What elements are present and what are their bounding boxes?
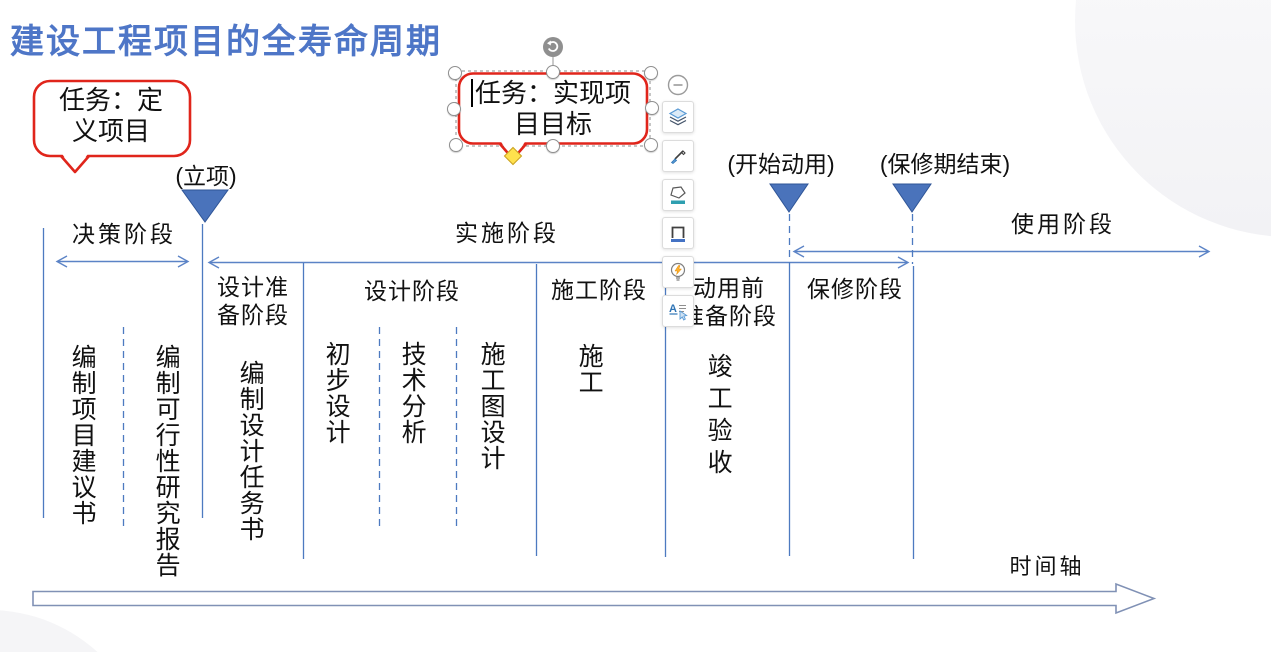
activity-design-task: 编制设计任务书 bbox=[236, 360, 265, 542]
milestone-label-start-use: (开始动用) bbox=[727, 151, 835, 177]
dashed-divider-lines bbox=[122, 214, 914, 528]
resize-handle-bottom-center[interactable] bbox=[546, 139, 560, 153]
resize-handle-mid-right[interactable] bbox=[645, 101, 659, 115]
realize-callout-text[interactable]: 任务：实现项 目目标 bbox=[474, 78, 631, 140]
subphase-label-design-prep: 设计准 备阶段 bbox=[217, 274, 289, 328]
activity-preliminary-design: 初步设计 bbox=[322, 341, 351, 445]
svg-text:A: A bbox=[669, 303, 677, 315]
brush-icon bbox=[670, 150, 686, 165]
activity-feasibility: 编制可行性研究报告 bbox=[152, 344, 181, 578]
subphase-label-pre-use-prep: 动用前 准备阶段 bbox=[681, 275, 777, 329]
phase-label-use: 使用阶段 bbox=[1011, 211, 1115, 237]
activity-proposal: 编制项目建议书 bbox=[68, 344, 97, 526]
toolbar-brush-button[interactable] bbox=[662, 140, 694, 172]
toolbar-shape-style-button[interactable] bbox=[662, 179, 694, 211]
resize-handle-mid-left[interactable] bbox=[447, 102, 461, 116]
activity-construction: 施工 bbox=[575, 343, 604, 395]
activity-technical-analysis: 技术分析 bbox=[398, 341, 427, 445]
minus-circle-icon bbox=[667, 74, 689, 96]
rotation-handle[interactable] bbox=[543, 37, 563, 57]
toolbar-frame-button[interactable] bbox=[662, 217, 694, 249]
text-caret bbox=[471, 79, 473, 107]
toolbar-layers-button[interactable] bbox=[662, 101, 694, 133]
phase-label-decision: 决策阶段 bbox=[72, 221, 176, 247]
milestone-triangles bbox=[181, 183, 932, 223]
decision-phase-arrow bbox=[55, 255, 190, 268]
toolbar-collapse-button[interactable] bbox=[667, 74, 689, 96]
toolbar-text-select-button[interactable]: A bbox=[662, 295, 694, 327]
approval-triangle bbox=[181, 189, 229, 223]
timeline-axis-label: 时间轴 bbox=[1009, 554, 1085, 579]
rotate-icon bbox=[547, 40, 559, 52]
timeline-axis-arrow bbox=[32, 582, 1157, 615]
layers-icon bbox=[668, 108, 688, 126]
subphase-label-construction: 施工阶段 bbox=[551, 277, 647, 303]
milestone-label-warranty-end: (保修期结束) bbox=[879, 151, 1011, 177]
activity-construction-drawing: 施工图设计 bbox=[477, 341, 506, 471]
define-callout-bubble[interactable] bbox=[32, 79, 192, 174]
resize-handle-top-left[interactable] bbox=[448, 66, 462, 80]
define-callout-text[interactable]: 任务：定 义项目 bbox=[58, 85, 163, 147]
implementation-phase-arrow bbox=[207, 256, 910, 269]
text-select-icon: A bbox=[669, 303, 688, 321]
frame-icon bbox=[671, 226, 685, 242]
resize-handle-bottom-right[interactable] bbox=[644, 138, 658, 152]
subphase-label-design: 设计阶段 bbox=[364, 278, 460, 304]
phase-divider-lines bbox=[42, 224, 915, 559]
subphase-label-warranty: 保修阶段 bbox=[807, 276, 903, 302]
warranty-end-triangle bbox=[892, 183, 932, 213]
start-use-triangle bbox=[769, 183, 809, 213]
slide-title: 建设工程项目的全寿命周期 bbox=[10, 23, 442, 61]
phase-label-implementation: 实施阶段 bbox=[455, 220, 559, 246]
shape-style-icon bbox=[670, 186, 686, 204]
resize-handle-bottom-left[interactable] bbox=[449, 138, 463, 152]
resize-handle-top-center[interactable] bbox=[546, 65, 560, 79]
idea-bulb-icon bbox=[670, 262, 686, 281]
toolbar-smart-tip-button[interactable] bbox=[662, 256, 694, 288]
resize-handle-top-right[interactable] bbox=[644, 66, 658, 80]
milestone-label-approval: (立项) bbox=[175, 163, 237, 189]
use-phase-arrow bbox=[792, 245, 1211, 258]
activity-completion-acceptance: 竣工验收 bbox=[704, 353, 733, 481]
